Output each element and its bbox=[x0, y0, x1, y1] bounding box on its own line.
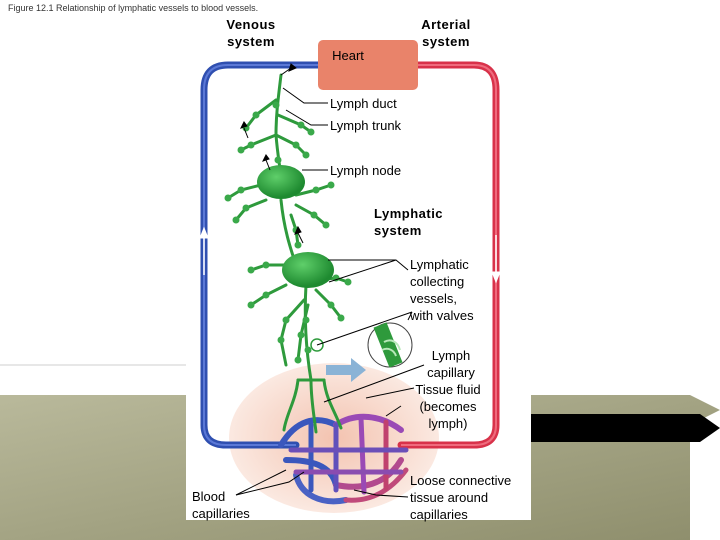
heart-box bbox=[318, 40, 418, 90]
lymph-capillaries bbox=[282, 378, 343, 434]
blood-capillary-network bbox=[278, 413, 409, 505]
arterial-system-label: Arterial system bbox=[421, 17, 471, 49]
lymph-node-lower bbox=[282, 252, 334, 288]
blood-capillaries-label: Blood capillaries bbox=[192, 489, 250, 521]
venous-system-label: Venous system bbox=[226, 17, 276, 49]
lymphatic-diagram: Heart Lymph duct Lymph trunk Lymph node … bbox=[186, 20, 531, 522]
lymph-flow-arrows bbox=[240, 63, 304, 244]
valve-detail-marker bbox=[310, 338, 324, 352]
black-arrow-shape bbox=[520, 414, 720, 442]
heart-label: Heart bbox=[332, 48, 364, 63]
valve-detail-vessel bbox=[373, 322, 403, 368]
lymphatic-system-label: Lymphatic system bbox=[374, 206, 444, 238]
arterial-flow-arrow bbox=[491, 235, 501, 284]
leader-lines bbox=[235, 87, 425, 498]
venous-flow-arrow bbox=[199, 226, 209, 275]
loose-connective-tissue-label: Loose connective tissue around capillari… bbox=[410, 473, 512, 522]
lymph-duct-label: Lymph duct bbox=[330, 96, 397, 111]
lymphatic-collecting-vessels-label: Lymphatic collecting vessels, with valve… bbox=[410, 257, 474, 323]
figure-caption: Figure 12.1 Relationship of lymphatic ve… bbox=[8, 3, 259, 13]
tissue-fluid-label: Tissue fluid (becomes lymph) bbox=[415, 382, 481, 431]
lymph-capillary-label: Lymph capillary bbox=[427, 348, 475, 380]
lymph-trunk-label: Lymph trunk bbox=[330, 118, 402, 133]
lymph-node-upper bbox=[257, 165, 305, 199]
callout-arrow bbox=[326, 358, 366, 382]
diagram-artwork bbox=[199, 40, 501, 513]
lymph-node-label: Lymph node bbox=[330, 163, 402, 178]
